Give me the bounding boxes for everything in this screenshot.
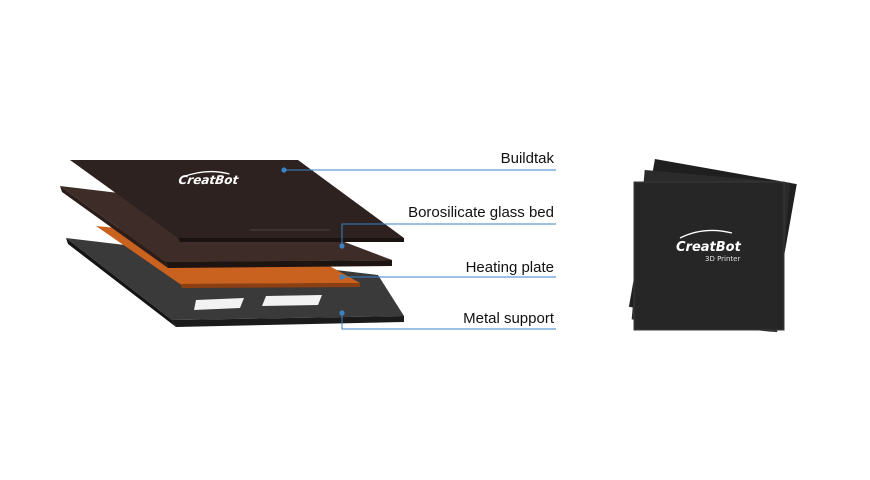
support-cutout (262, 295, 322, 306)
svg-text:CreatBot: CreatBot (178, 173, 241, 187)
leader-buildtak-dot (281, 167, 287, 173)
leader-metal-support-dot (339, 310, 345, 316)
leader-lines (281, 167, 556, 330)
label-glass-bed: Borosilicate glass bed (408, 204, 554, 221)
layer-stack: CreatBot (60, 160, 404, 327)
creatbot-logo: CreatBot (178, 170, 241, 187)
sheet-logo-text: CreatBot (676, 240, 742, 255)
leader-heating-plate-dot (339, 274, 345, 280)
label-heating-plate: Heating plate (466, 259, 554, 276)
leader-metal-support-line (341, 313, 556, 330)
sheet-product-text: 3D Printer (705, 255, 740, 263)
sheet-front (633, 181, 785, 331)
support-cutout (194, 298, 244, 310)
buildtak-sheets-product: CreatBot 3D Printer (628, 159, 797, 333)
label-metal-support: Metal support (463, 310, 555, 327)
layer-labels: Buildtak Borosilicate glass bed Heating … (408, 150, 555, 327)
leader-glass-bed-dot (339, 243, 345, 249)
sheet-logo: CreatBot 3D Printer (676, 229, 742, 263)
label-buildtak: Buildtak (501, 150, 555, 167)
leader-glass-bed-line (341, 223, 556, 246)
buildtak-layer: CreatBot (70, 160, 404, 242)
